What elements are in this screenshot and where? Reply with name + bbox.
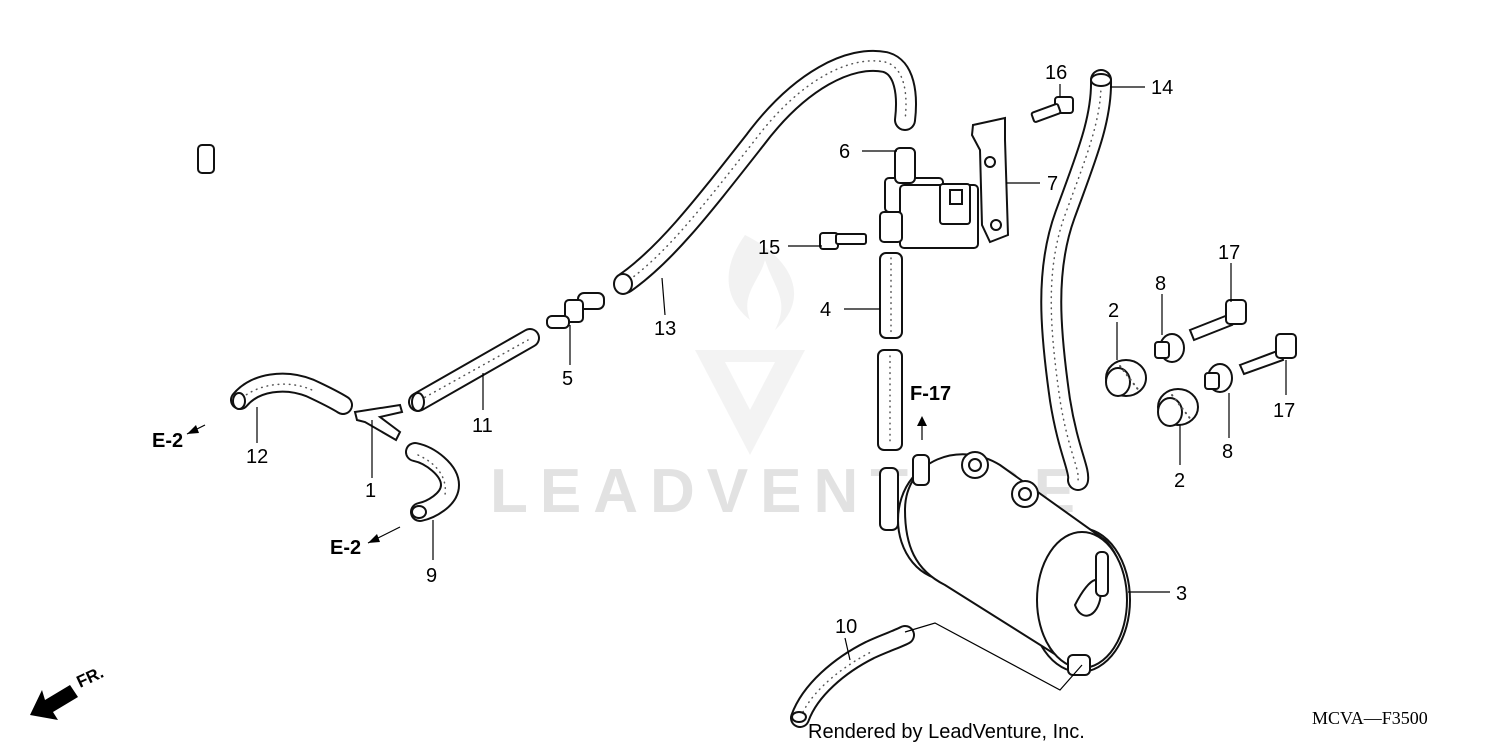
bracket-7[interactable] [970, 116, 1010, 244]
credit-text: Rendered by LeadVenture, Inc. [808, 721, 1085, 743]
callout-1: 1 [365, 480, 376, 502]
bolt-15[interactable] [819, 232, 867, 250]
callout-17-lower: 17 [1273, 400, 1295, 422]
bolt-16[interactable] [1030, 96, 1074, 123]
hose-12[interactable] [230, 372, 353, 415]
hose-10[interactable] [790, 625, 915, 728]
callout-3: 3 [1176, 583, 1187, 605]
t-joint-1[interactable] [353, 403, 404, 442]
callout-7: 7 [1047, 173, 1058, 195]
bolt-17-upper[interactable] [1188, 299, 1247, 342]
arrow-f17-icon [917, 416, 927, 426]
grommet-2-upper[interactable] [1105, 359, 1147, 397]
callout-14: 14 [1151, 77, 1173, 99]
fitting-5[interactable] [546, 292, 605, 329]
callout-5: 5 [562, 368, 573, 390]
callout-11: 11 [472, 415, 493, 437]
callout-2-upper: 2 [1108, 300, 1119, 322]
hose-4[interactable] [877, 252, 903, 451]
hose-13[interactable] [613, 49, 917, 295]
callout-16: 16 [1045, 62, 1067, 84]
callout-8-upper: 8 [1155, 273, 1166, 295]
callout-17-upper: 17 [1218, 242, 1240, 264]
solenoid-valve-6[interactable] [197, 144, 979, 249]
ref-e2-upper[interactable]: E-2 [152, 430, 183, 452]
hose-9[interactable] [405, 442, 460, 522]
ref-f17[interactable]: F-17 [910, 383, 951, 405]
front-arrow-icon [30, 685, 78, 720]
callout-13: 13 [654, 318, 676, 340]
callout-15: 15 [758, 237, 780, 259]
watermark-logo [695, 235, 805, 455]
arrow-e2-upper-icon [187, 425, 199, 434]
canister-3[interactable] [879, 451, 1131, 676]
collar-8-lower[interactable] [1204, 363, 1233, 393]
front-marker-label: FR. [74, 663, 107, 692]
collar-8-upper[interactable] [1154, 333, 1185, 363]
callout-9: 9 [426, 565, 437, 587]
bolt-17-lower[interactable] [1238, 333, 1297, 376]
callout-6: 6 [839, 141, 850, 163]
callout-4: 4 [820, 299, 831, 321]
leader-lines [186, 84, 1287, 691]
arrow-e2-lower-icon [368, 534, 380, 543]
hose-14[interactable] [1040, 69, 1113, 491]
grommet-2-lower[interactable] [1157, 388, 1199, 427]
callout-8-lower: 8 [1222, 441, 1233, 463]
hose-11[interactable] [408, 328, 540, 412]
callout-12: 12 [246, 446, 268, 468]
ref-e2-lower[interactable]: E-2 [330, 537, 361, 559]
diagram-code: MCVA—F3500 [1312, 708, 1428, 728]
callout-2-lower: 2 [1174, 470, 1185, 492]
callout-10: 10 [835, 616, 857, 638]
